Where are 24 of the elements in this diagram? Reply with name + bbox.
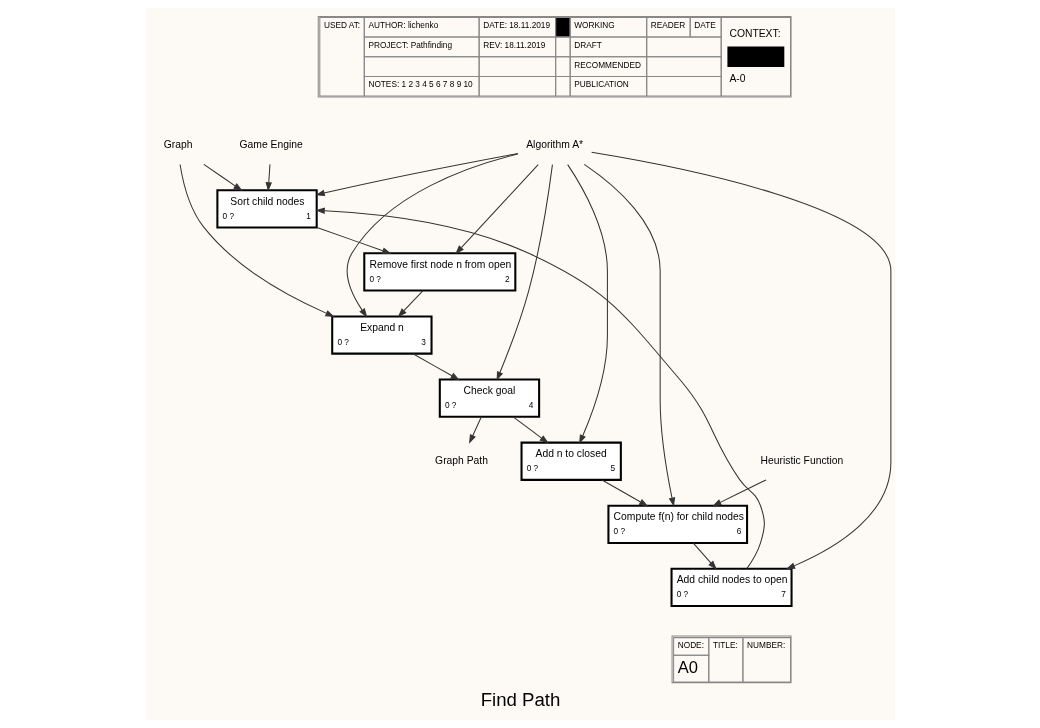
label: DATE: 18.11.2019 <box>482 21 550 31</box>
label: AUTHOR: lichenko <box>367 21 438 31</box>
label: CONTEXT: <box>728 27 781 39</box>
node-text: Game Engine <box>239 139 303 151</box>
diagram-title: Find Path <box>480 688 560 710</box>
label: DATE <box>693 21 716 31</box>
label: RECOMMENDED <box>573 60 641 70</box>
label: DRAFT <box>573 40 602 50</box>
node-text: Graph <box>163 139 192 151</box>
label: WORKING <box>573 21 615 31</box>
label: NOTES: 1 2 3 4 5 6 7 8 9 10 <box>367 80 473 90</box>
label: PUBLICATION <box>573 80 629 90</box>
node-text: Algorithm A* <box>525 139 583 151</box>
label: REV: 18.11.2019 <box>482 40 545 50</box>
label: PROJECT: Pathfinding <box>367 40 452 50</box>
label: READER <box>650 21 685 31</box>
label: NUMBER: <box>746 641 785 651</box>
label: USED AT: <box>323 21 360 31</box>
label: A0 <box>677 657 698 677</box>
node-text: Heuristic Function <box>760 454 843 466</box>
label: A-0 <box>728 73 746 85</box>
label: NODE: <box>677 641 704 651</box>
node-text: Graph Path <box>434 454 488 466</box>
label: TITLE: <box>712 641 738 651</box>
